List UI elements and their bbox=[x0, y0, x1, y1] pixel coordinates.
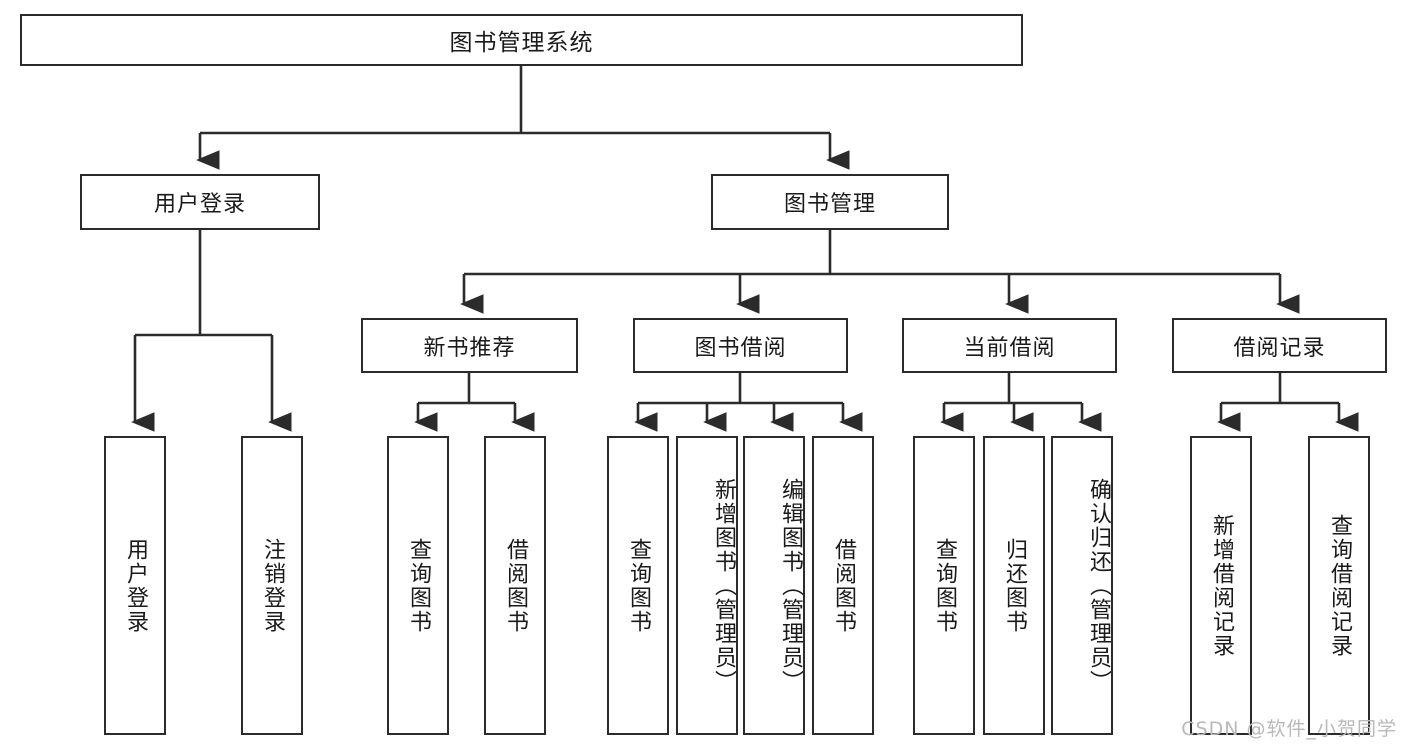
node-root[interactable]: 图书管理系统 bbox=[20, 14, 1023, 66]
node-book-borrow[interactable]: 图书借阅 bbox=[633, 318, 848, 373]
node-user-logout-action[interactable]: 注销登录 bbox=[241, 436, 303, 735]
node-new-book-recommend[interactable]: 新书推荐 bbox=[361, 318, 578, 373]
node-user-login-action-label: 用户登录 bbox=[122, 537, 148, 634]
node-borrow-book-recommend[interactable]: 借阅图书 bbox=[484, 436, 546, 735]
node-user-login-label: 用户登录 bbox=[153, 192, 246, 217]
node-root-label: 图书管理系统 bbox=[449, 30, 594, 56]
watermark: CSDN @软件_小贺同学 bbox=[1181, 718, 1397, 740]
node-add-borrow-record-label: 新增借阅记录 bbox=[1208, 513, 1234, 658]
node-user-logout-action-label: 注销登录 bbox=[259, 537, 285, 634]
node-borrow-book-action-label: 借阅图书 bbox=[830, 537, 856, 634]
node-edit-book-admin[interactable]: 编辑图书（管理员） bbox=[743, 436, 805, 735]
node-borrow-book-action[interactable]: 借阅图书 bbox=[812, 436, 874, 735]
node-return-book-label: 归还图书 bbox=[1001, 537, 1027, 634]
node-query-book-current-label: 查询图书 bbox=[931, 537, 957, 634]
node-edit-book-admin-label: 编辑图书（管理员） bbox=[778, 477, 803, 694]
node-borrow-record[interactable]: 借阅记录 bbox=[1172, 318, 1387, 373]
node-user-login[interactable]: 用户登录 bbox=[80, 174, 320, 230]
node-query-borrow-record-label: 查询借阅记录 bbox=[1326, 513, 1352, 658]
node-confirm-return-admin[interactable]: 确认归还（管理员） bbox=[1051, 436, 1113, 735]
node-book-manage-label: 图书管理 bbox=[783, 192, 876, 217]
node-confirm-return-admin-label: 确认归还（管理员） bbox=[1086, 477, 1111, 694]
node-add-book-admin[interactable]: 新增图书（管理员） bbox=[676, 436, 738, 735]
node-add-book-admin-label: 新增图书（管理员） bbox=[711, 477, 736, 694]
node-current-borrow[interactable]: 当前借阅 bbox=[902, 318, 1117, 373]
node-query-book-recommend[interactable]: 查询图书 bbox=[387, 436, 449, 735]
node-return-book[interactable]: 归还图书 bbox=[983, 436, 1045, 735]
node-new-book-recommend-label: 新书推荐 bbox=[423, 335, 516, 361]
node-query-book-borrow-label: 查询图书 bbox=[625, 537, 651, 634]
node-borrow-record-label: 借阅记录 bbox=[1233, 335, 1326, 361]
node-query-book-recommend-label: 查询图书 bbox=[405, 537, 431, 634]
node-user-login-action[interactable]: 用户登录 bbox=[104, 436, 166, 735]
node-add-borrow-record[interactable]: 新增借阅记录 bbox=[1190, 436, 1252, 735]
node-query-book-current[interactable]: 查询图书 bbox=[913, 436, 975, 735]
node-borrow-book-recommend-label: 借阅图书 bbox=[502, 537, 528, 634]
node-book-borrow-label: 图书借阅 bbox=[694, 335, 787, 361]
node-book-manage[interactable]: 图书管理 bbox=[711, 174, 949, 230]
node-query-book-borrow[interactable]: 查询图书 bbox=[607, 436, 669, 735]
node-current-borrow-label: 当前借阅 bbox=[963, 335, 1056, 361]
node-query-borrow-record[interactable]: 查询借阅记录 bbox=[1308, 436, 1370, 735]
